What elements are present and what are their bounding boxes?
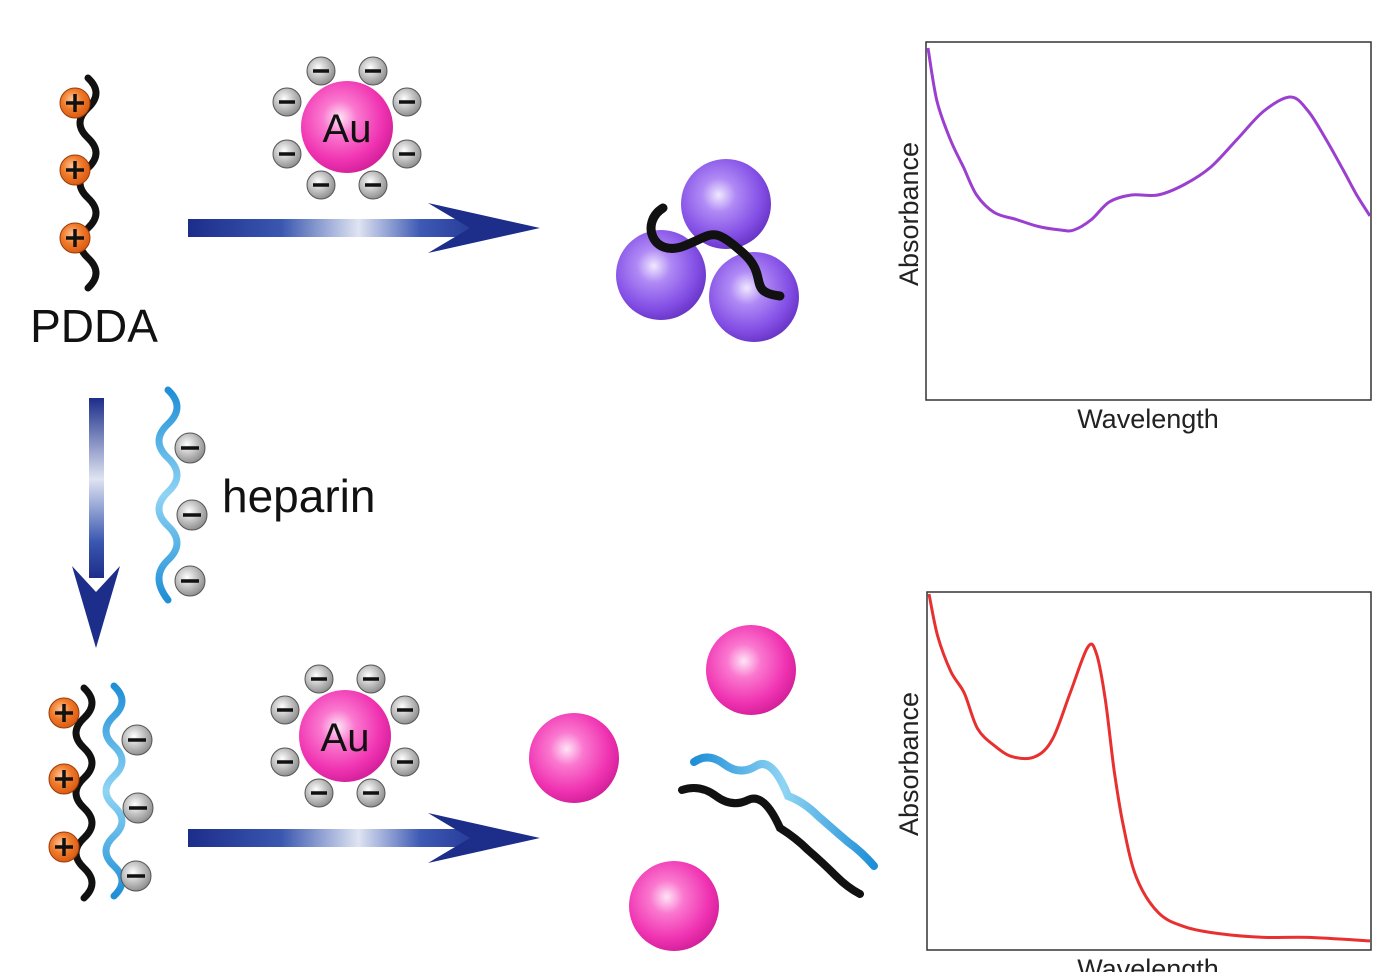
reaction-arrow-down <box>72 398 120 648</box>
chart-frame <box>926 591 1372 951</box>
absorbance-curve-aggregated <box>926 47 1372 233</box>
au-label-bottom: Au <box>321 716 370 760</box>
dispersed-nanoparticles <box>529 625 796 951</box>
pdda-chain-bottom <box>72 684 96 902</box>
pdda-chain-bridge <box>646 203 785 301</box>
plus-charge-icon <box>59 154 91 186</box>
heparin-chain-top <box>155 386 181 604</box>
x-axis-label: Wavelength <box>1077 954 1219 972</box>
minus-charge-icon <box>174 432 206 464</box>
pdda-label: PDDA <box>30 300 158 352</box>
minus-charge-icon <box>122 792 154 824</box>
absorbance-curve-dispersed <box>927 593 1371 943</box>
aggregated-particle <box>616 230 706 320</box>
heparin-chain-bottom <box>102 682 126 900</box>
dispersed-particle <box>529 713 619 803</box>
au-label-top: Au <box>323 107 372 151</box>
aggregated-particle <box>681 159 771 249</box>
heparin-label: heparin <box>222 470 375 522</box>
chart-frame <box>925 41 1372 401</box>
reaction-arrow-bottom <box>188 813 540 863</box>
y-axis-label: Absorbance <box>894 142 924 286</box>
absorbance-chart-dispersed: Wavelength Absorbance <box>894 591 1372 977</box>
gold-nanoparticle-bottom: Au <box>270 664 420 808</box>
plus-charge-icon <box>59 87 91 119</box>
absorbance-chart-aggregated: Wavelength Absorbance <box>894 41 1372 434</box>
pdda-chain-free <box>678 784 864 898</box>
x-axis-label: Wavelength <box>1077 404 1219 434</box>
plus-charge-icon <box>59 222 91 254</box>
plus-charge-icon <box>48 697 80 729</box>
minus-charge-icon <box>176 499 208 531</box>
minus-charge-icon <box>120 860 152 892</box>
minus-charge-icon <box>121 724 153 756</box>
dispersed-particle <box>629 861 719 951</box>
minus-charge-icon <box>174 565 206 597</box>
gold-nanoparticle-top: Au <box>272 56 422 200</box>
plus-charge-icon <box>48 763 80 795</box>
plus-charge-icon <box>48 831 80 863</box>
aggregated-nanoparticles <box>616 159 799 342</box>
heparin-chain-free <box>690 753 878 870</box>
aggregated-particle <box>709 252 799 342</box>
dispersed-particle <box>706 625 796 715</box>
reaction-arrow-top <box>188 203 540 253</box>
y-axis-label: Absorbance <box>894 692 924 836</box>
